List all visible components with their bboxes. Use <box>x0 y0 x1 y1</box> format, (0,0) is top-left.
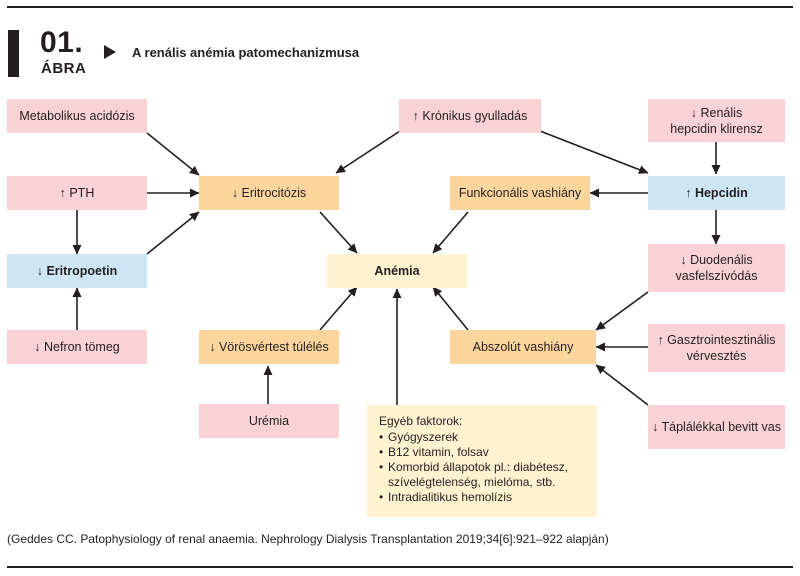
node-gasztrointesztinalis-vervesztes: ↑ Gasztrointesztinális vérvesztés <box>648 324 785 372</box>
node-label: Metabolikus acidózis <box>19 109 135 123</box>
node-label: ↓ Táplálékkal bevitt vas <box>652 420 781 434</box>
node-label: ↑ Hepcidin <box>685 186 748 200</box>
arrow-abszolut-to-anemia <box>432 286 469 331</box>
node-label: ↑ Krónikus gyulladás <box>412 109 528 123</box>
other-factors-list: Gyógyszerek B12 vitamin, folsav Komorbid… <box>379 430 585 505</box>
other-factors-heading: Egyéb faktorok: <box>379 414 463 428</box>
figure-marker-bar <box>8 30 19 77</box>
other-factor-item: Komorbid állapotok pl.: diabétesz, szíve… <box>379 460 585 490</box>
arrow-taplalek-to-abszolut <box>595 364 649 406</box>
node-label: Urémia <box>248 414 290 428</box>
other-factor-item: Gyógyszerek <box>379 430 585 445</box>
node-uremia: Urémia <box>199 404 339 438</box>
top-rule <box>7 6 793 8</box>
node-label: ↓ Vörösvértest túlélés <box>209 340 329 354</box>
figure-number: 01. <box>40 26 84 59</box>
arrow-duodenalis-to-abszolut <box>595 291 649 331</box>
node-label-line1: ↓ Duodenális <box>680 253 753 267</box>
figure-title: A renális anémia patomechanizmusa <box>132 45 360 60</box>
arrow-eritrocitozis-to-anemia <box>319 211 358 254</box>
node-label: Anémia <box>374 264 420 278</box>
source-citation: (Geddes CC. Patophysiology of renal anae… <box>7 532 609 546</box>
other-factor-item: Intradialitikus hemolízis <box>379 490 585 505</box>
node-label-line1: ↑ Gasztrointesztinális <box>657 333 776 347</box>
node-renalis-hepcidin-klirensz: ↓ Renális hepcidin klirensz <box>648 99 785 142</box>
node-pth: ↑ PTH <box>7 176 147 210</box>
node-abszolut-vashiany: Abszolút vashiány <box>450 330 596 364</box>
other-factors-box: Egyéb faktorok: Gyógyszerek B12 vitamin,… <box>367 405 597 517</box>
figure-word: ÁBRA <box>41 60 87 77</box>
node-label: ↓ Eritropoetin <box>36 264 118 278</box>
node-label: ↑ PTH <box>59 186 95 200</box>
arrow-metabolikus-to-eritrocitozis <box>146 132 200 176</box>
node-label-line1: ↓ Renális <box>690 105 743 120</box>
node-label-line2: vérvesztés <box>686 349 747 363</box>
node-metabolikus-acidozis: Metabolikus acidózis <box>7 99 147 133</box>
node-eritrocitozis: ↓ Eritrocitózis <box>199 176 339 210</box>
node-label: ↓ Nefron tömeg <box>34 340 120 354</box>
node-kronikus-gyulladas: ↑ Krónikus gyulladás <box>399 99 541 133</box>
node-taplalekkal-bevitt-vas: ↓ Táplálékkal bevitt vas <box>648 405 785 449</box>
arrow-kronikus-to-hepcidin <box>539 130 649 174</box>
node-label: Abszolút vashiány <box>472 340 574 354</box>
arrow-vorosvertest-to-anemia <box>319 286 358 331</box>
node-funkcionalis-vashiany: Funkcionális vashiány <box>450 176 590 210</box>
node-vorosvertest-tulele: ↓ Vörösvértest túlélés <box>199 330 339 364</box>
node-label-line2: vasfelszívódás <box>675 269 758 283</box>
play-triangle-icon <box>104 45 116 59</box>
arrow-funkcionalis-to-anemia <box>432 211 469 254</box>
node-label: Funkcionális vashiány <box>458 186 582 200</box>
node-anemia: Anémia <box>327 254 467 288</box>
arrow-eritropoetin-to-eritrocitozis <box>146 211 200 255</box>
arrow-kronikus-to-eritrocitozis <box>335 130 401 174</box>
node-label-line2: hepcidin klirensz <box>670 121 763 136</box>
node-nefron-tomeg: ↓ Nefron tömeg <box>7 330 147 364</box>
node-eritropoetin: ↓ Eritropoetin <box>7 254 147 288</box>
bottom-rule <box>7 566 793 568</box>
node-label: ↓ Eritrocitózis <box>231 186 307 200</box>
other-factor-item: B12 vitamin, folsav <box>379 445 585 460</box>
node-hepcidin: ↑ Hepcidin <box>648 176 785 210</box>
node-duodenalis-vasfelszivodas: ↓ Duodenális vasfelszívódás <box>648 244 785 292</box>
